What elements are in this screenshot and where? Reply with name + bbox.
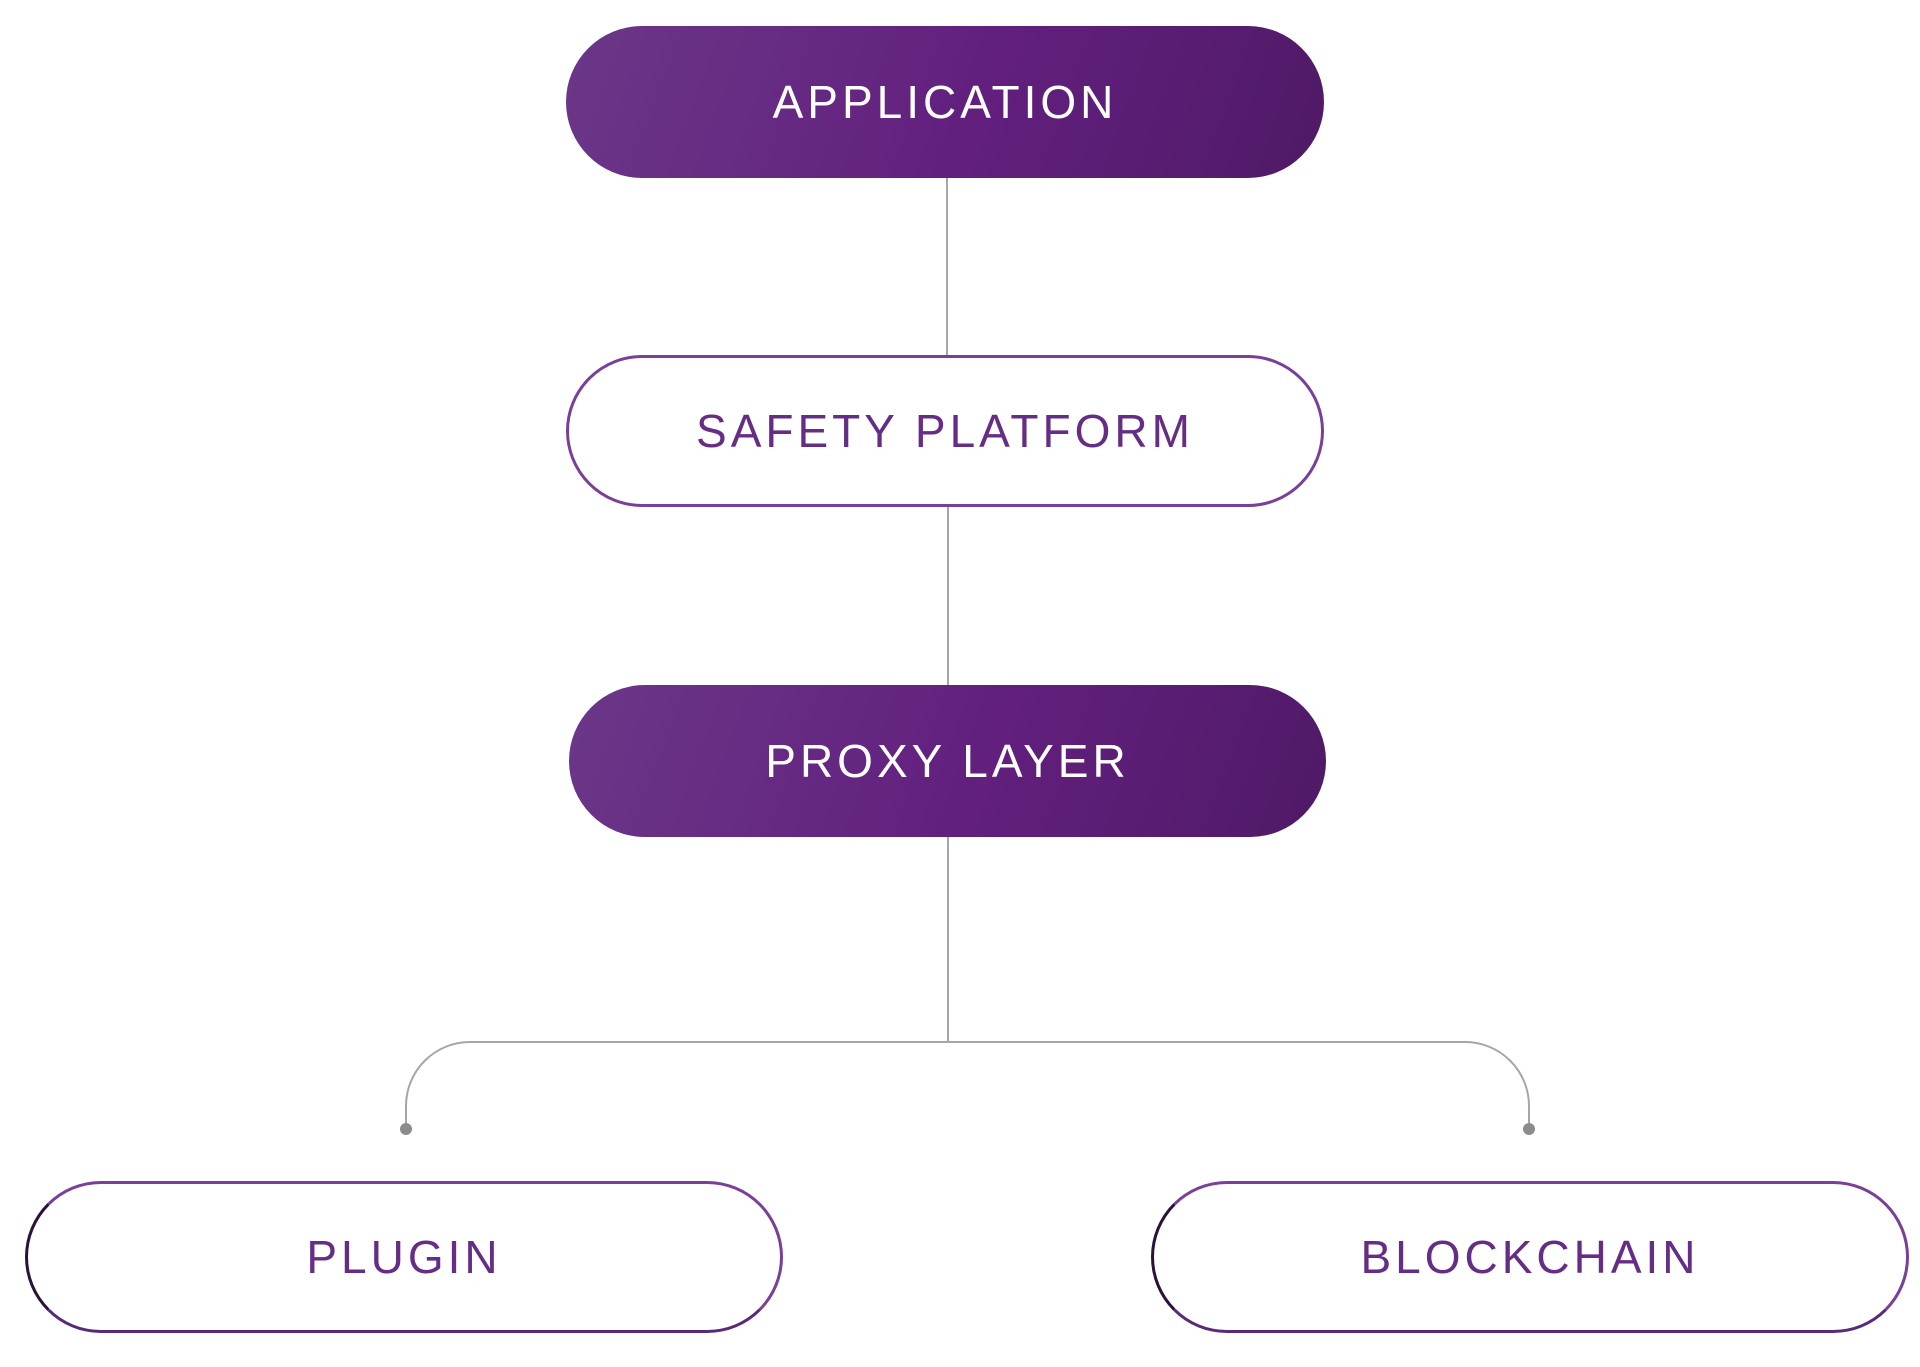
connector-dot-plugin: [400, 1123, 412, 1135]
node-safety-platform: SAFETY PLATFORM: [566, 355, 1324, 507]
connector-dot-blockchain: [1523, 1123, 1535, 1135]
node-proxy-layer: PROXY LAYER: [569, 685, 1326, 837]
edge-proxy-layer-blockchain: [948, 1041, 1530, 1129]
node-proxy-layer-label: PROXY LAYER: [765, 735, 1130, 787]
edge-proxy-layer-plugin: [405, 1041, 948, 1129]
node-blockchain-label: BLOCKCHAIN: [1360, 1231, 1700, 1283]
node-plugin: PLUGIN: [25, 1181, 783, 1333]
node-application-label: APPLICATION: [772, 76, 1118, 128]
node-blockchain: BLOCKCHAIN: [1151, 1181, 1909, 1333]
node-safety-platform-label: SAFETY PLATFORM: [696, 405, 1194, 457]
node-application: APPLICATION: [566, 26, 1324, 178]
node-plugin-label: PLUGIN: [306, 1231, 502, 1283]
